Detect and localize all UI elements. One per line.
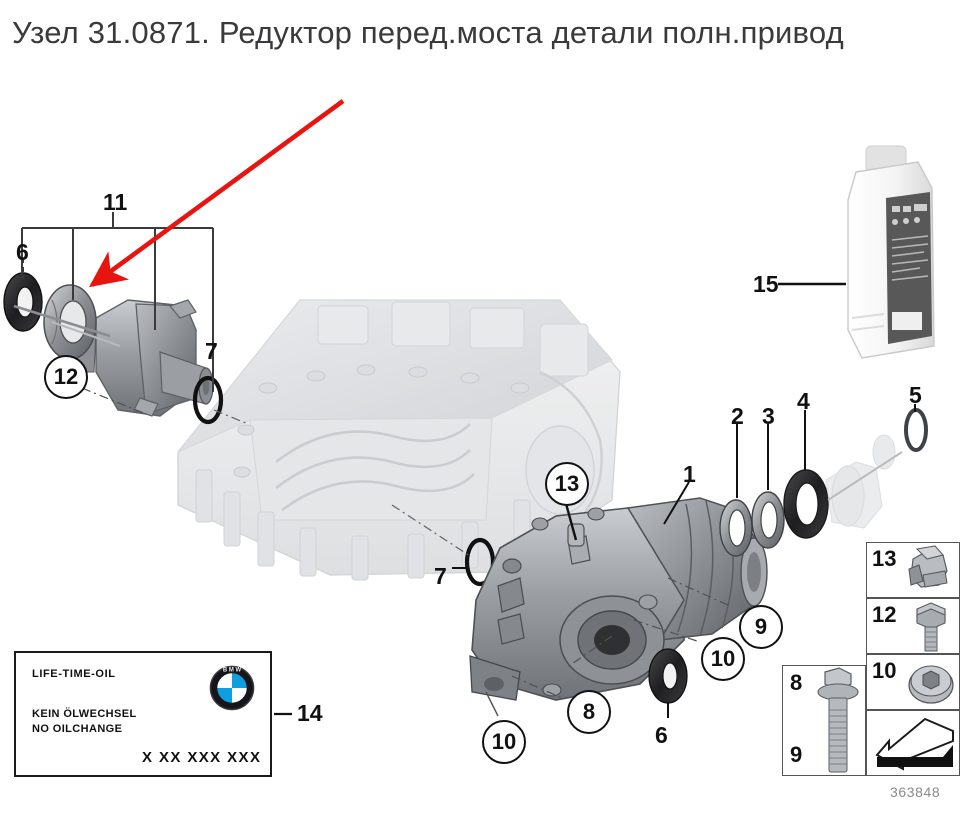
svg-text:B M W: B M W xyxy=(223,667,242,673)
legend-cell-10 xyxy=(866,654,960,710)
label-line-lifetime-oil: LIFE-TIME-OIL xyxy=(32,668,116,680)
torx-socket-plug-icon xyxy=(908,665,954,704)
snap-ring-5 xyxy=(904,408,928,452)
front-axle-differential xyxy=(469,497,768,701)
life-time-oil-label: LIFE-TIME-OIL KEIN ÖLWECHSEL NO OILCHANG… xyxy=(14,651,272,777)
seal-4 xyxy=(783,469,829,539)
callout-8-circled: 8 xyxy=(567,690,611,734)
callout-14: 14 xyxy=(297,700,323,726)
bmw-roundel-logo: B M W xyxy=(209,665,255,711)
callout-6: 6 xyxy=(655,722,668,748)
callout-6: 6 xyxy=(16,239,29,265)
washer-3 xyxy=(751,491,785,549)
legend-cell-12 xyxy=(866,598,960,654)
callout-1: 1 xyxy=(683,461,696,487)
legend-label-13: 13 xyxy=(872,546,897,571)
long-flange-bolt-icon xyxy=(817,667,859,773)
callout-10-circled: 10 xyxy=(701,637,745,681)
red-highlight-arrow xyxy=(89,99,345,288)
washer-2 xyxy=(719,499,753,557)
gear-oil-bottle xyxy=(847,145,935,359)
legend-cell-symbol xyxy=(866,710,960,776)
output-flange-housing xyxy=(71,299,214,417)
legend-label-8: 8 xyxy=(790,670,803,695)
hex-head-bolt-icon xyxy=(916,602,946,652)
callout-7: 7 xyxy=(205,338,218,364)
label-part-code: X XX XXX XXX xyxy=(142,749,262,766)
callout-2: 2 xyxy=(731,403,744,429)
legend-cell-8-9 xyxy=(782,665,866,776)
o-ring-7-upper xyxy=(192,375,224,425)
callout-3: 3 xyxy=(762,403,775,429)
bracket-11 xyxy=(21,212,214,392)
callout-11: 11 xyxy=(103,189,128,215)
label-line-kein-olwechsel: KEIN ÖLWECHSEL xyxy=(32,708,137,720)
diagram-id-number: 363848 xyxy=(890,784,941,800)
drive-hub-ghost xyxy=(825,434,896,529)
callout-12-circled: 12 xyxy=(44,355,88,399)
cap-nut-with-bracket-icon xyxy=(908,545,948,588)
callout-13-circled: 13 xyxy=(545,462,589,506)
legend-label-10: 10 xyxy=(872,658,897,683)
wedge-arrow-symbol-icon xyxy=(875,717,954,771)
label-line-no-oilchange: NO OILCHANGE xyxy=(32,723,123,735)
legend-label-9: 9 xyxy=(790,742,803,767)
callout-10-circled: 10 xyxy=(482,720,526,764)
shaft-seal-ring-6-left xyxy=(3,272,43,332)
engine-oil-pan-ghost xyxy=(177,299,621,581)
callout-7: 7 xyxy=(434,563,447,589)
callout-15: 15 xyxy=(753,271,779,297)
legend-label-12: 12 xyxy=(872,602,897,627)
shaft-seal-ring-6-right xyxy=(648,648,688,704)
bearing-ring-11 xyxy=(43,284,97,360)
legend-cell-13 xyxy=(866,542,960,598)
page-title: Узел 31.0871. Редуктор перед.моста детал… xyxy=(12,15,844,50)
callout-5: 5 xyxy=(909,382,922,408)
callout-9-circled: 9 xyxy=(739,605,783,649)
callout-4: 4 xyxy=(797,388,810,414)
